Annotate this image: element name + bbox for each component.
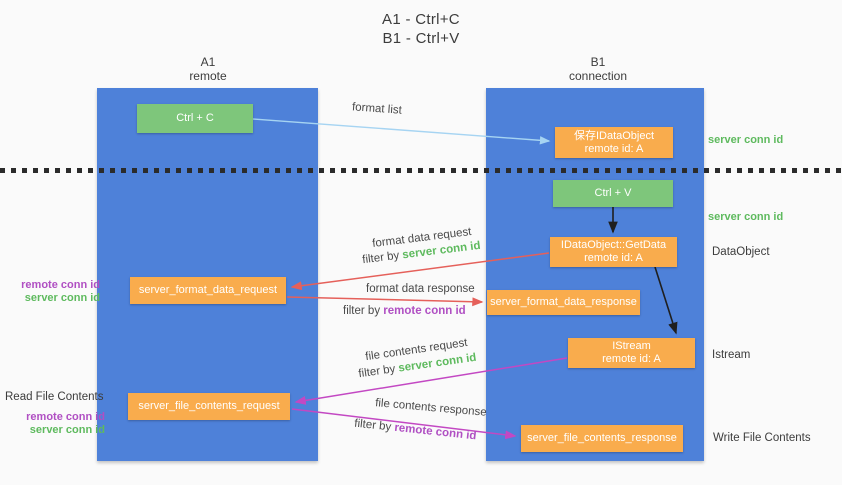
node-server-file-contents-request-label: server_file_contents_request xyxy=(138,400,280,412)
annotation-left-group-1: remote conn id server conn id xyxy=(8,279,100,305)
annotation-server-conn-id-mid: server conn id xyxy=(708,211,784,223)
annotation-server-conn-id-1: server conn id xyxy=(24,292,100,304)
label-format-data-request-filter-prefix: filter by xyxy=(361,249,404,267)
node-istream-line2: remote id: A xyxy=(602,353,661,365)
dotted-separator xyxy=(0,168,842,173)
column-a1-subtitle: remote xyxy=(189,69,227,83)
label-file-contents-response-filter-prefix: filter by xyxy=(353,417,396,434)
node-save-idataobject-line1: 保存IDataObject xyxy=(573,129,655,142)
title-line-a1: A1 - Ctrl+C xyxy=(382,11,460,28)
annotation-write-file-contents: Write File Contents xyxy=(713,432,811,444)
node-ctrl-c: Ctrl + C xyxy=(137,104,253,133)
node-istream-line1: IStream xyxy=(612,340,651,352)
node-ctrl-v: Ctrl + V xyxy=(553,180,673,207)
node-server-file-contents-response: server_file_contents_response xyxy=(521,425,683,452)
annotation-dataobject: DataObject xyxy=(712,246,770,258)
node-server-format-data-response-label: server_format_data_response xyxy=(490,296,637,308)
node-server-file-contents-response-label: server_file_contents_response xyxy=(527,432,677,444)
diagram-title: A1 - Ctrl+C B1 - Ctrl+V xyxy=(382,10,460,48)
column-header-a1: A1 remote xyxy=(138,55,278,83)
label-file-contents-response-filter: filter by remote conn id xyxy=(354,418,477,443)
node-server-file-contents-request: server_file_contents_request xyxy=(128,393,290,420)
label-file-contents-response: file contents response xyxy=(374,397,488,419)
title-line-b1: B1 - Ctrl+V xyxy=(382,30,460,47)
label-file-contents-request-filter-prefix: filter by xyxy=(357,362,400,381)
node-idataobject-getdata: IDataObject::GetData remote id: A xyxy=(550,237,677,267)
label-format-data-response-filter-key: remote conn id xyxy=(383,305,466,317)
node-idataobject-getdata-line2: remote id: A xyxy=(584,252,643,264)
column-header-b1: B1 connection xyxy=(528,55,668,83)
node-ctrl-v-label: Ctrl + V xyxy=(594,187,632,199)
label-format-data-response-filter-prefix: filter by xyxy=(343,305,384,317)
label-format-data-response-filter: filter by remote conn id xyxy=(343,305,466,317)
node-server-format-data-request: server_format_data_request xyxy=(130,277,286,304)
node-istream: IStream remote id: A xyxy=(568,338,695,368)
annotation-read-file-contents: Read File Contents xyxy=(5,391,104,403)
label-file-contents-response-filter-key: remote conn id xyxy=(393,421,477,443)
column-a1-name: A1 xyxy=(200,55,216,69)
annotation-left-group-2: remote conn id server conn id xyxy=(13,411,105,437)
column-b1-subtitle: connection xyxy=(568,69,628,83)
label-format-list: format list xyxy=(351,101,403,117)
node-idataobject-getdata-line1: IDataObject::GetData xyxy=(560,239,667,251)
node-server-format-data-request-label: server_format_data_request xyxy=(138,284,278,296)
column-b1-name: B1 xyxy=(590,55,606,69)
annotation-remote-conn-id-2: remote conn id xyxy=(26,411,105,423)
annotation-server-conn-id-top: server conn id xyxy=(708,134,784,146)
node-save-idataobject-line2: remote id: A xyxy=(584,142,644,155)
label-format-data-response: format data response xyxy=(366,283,475,295)
annotation-istream: Istream xyxy=(712,349,751,361)
node-server-format-data-response: server_format_data_response xyxy=(487,290,640,315)
annotation-remote-conn-id-1: remote conn id xyxy=(21,279,100,291)
node-save-idataobject: 保存IDataObject remote id: A xyxy=(555,127,673,158)
annotation-server-conn-id-2: server conn id xyxy=(29,424,105,436)
node-ctrl-c-label: Ctrl + C xyxy=(176,112,214,124)
